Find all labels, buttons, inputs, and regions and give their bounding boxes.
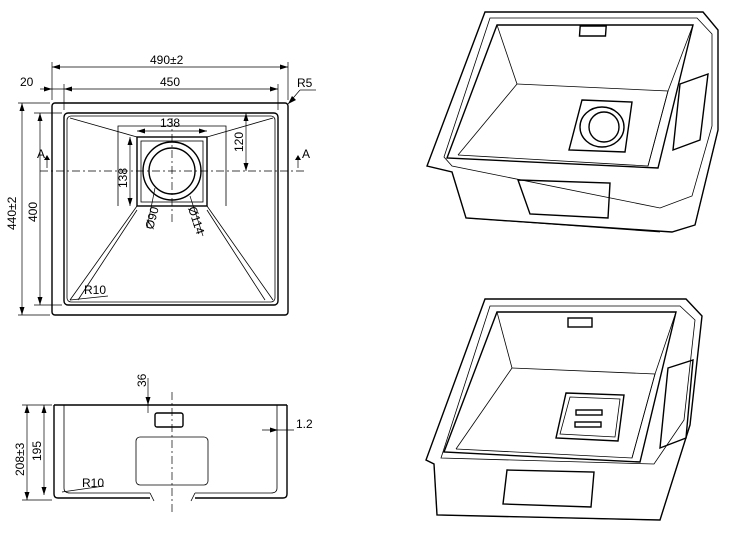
flange-outline (51, 102, 289, 316)
dim-overall-width: 490±2 (150, 53, 184, 67)
side-view: 36 208±3 195 1.2 R10 (13, 373, 313, 512)
dim-drain-outer-dia: Ø114 (185, 205, 207, 237)
dim-radius-r10-bottom: R10 (82, 476, 104, 490)
dim-drain-offset: 120 (232, 132, 246, 152)
dim-radius-r5: R5 (297, 76, 313, 90)
bowl-slope-lines (69, 117, 274, 301)
bowl-outline (63, 112, 279, 306)
section-mark-left: A (37, 147, 45, 161)
dim-drain-inner-dia: Ø90 (142, 205, 161, 231)
dim-radius-r10-top: R10 (84, 283, 106, 297)
dim-sheet-thickness: 1.2 (296, 417, 313, 431)
dim-overall-depth: 440±2 (5, 196, 19, 230)
iso-view-square-drain (425, 298, 703, 521)
section-mark-right: A (302, 147, 310, 161)
dim-total-height: 208±3 (13, 442, 27, 476)
iso-view-round-drain (426, 11, 719, 233)
bowl-outline-inner (66, 115, 276, 303)
dim-rim-offset: 20 (20, 75, 34, 89)
side-profile-outer (53, 405, 150, 499)
dim-bowl-height: 195 (30, 441, 44, 461)
dim-drain-box-height: 138 (116, 168, 130, 188)
overflow-slot (154, 412, 184, 428)
top-view: A A 490±2 450 20 R5 440±2 (5, 53, 316, 316)
dim-drain-box-width: 138 (160, 116, 180, 130)
dim-inner-depth: 400 (26, 202, 40, 222)
dim-inner-width: 450 (160, 75, 180, 89)
dim-overflow-height: 36 (135, 373, 149, 387)
